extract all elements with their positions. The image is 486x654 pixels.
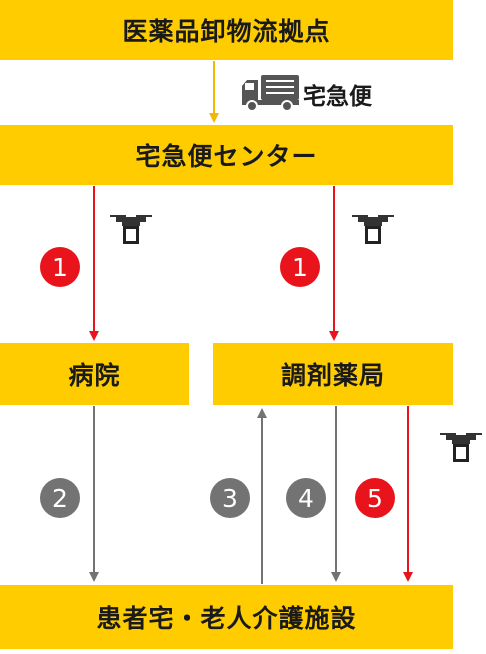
box-pharmacy: 調剤薬局 (213, 343, 453, 405)
box-delivery-center-label: 宅急便センター (135, 142, 318, 171)
step-1-pharmacy-badge: 1 (280, 247, 320, 287)
box-wholesaler-label: 医薬品卸物流拠点 (122, 17, 331, 46)
box-home-facility-label: 患者宅・老人介護施設 (96, 604, 357, 633)
box-home-facility: 患者宅・老人介護施設 (0, 585, 453, 649)
truck-label: 宅急便 (303, 84, 372, 110)
step-2-badge: 2 (40, 478, 80, 518)
box-hospital-label: 病院 (68, 361, 121, 390)
box-hospital: 病院 (0, 343, 189, 405)
step-1-hospital-badge: 1 (40, 247, 80, 287)
step-4-badge: 4 (286, 478, 326, 518)
drone-icon (110, 215, 152, 244)
box-delivery-center: 宅急便センター (0, 125, 453, 185)
drone-icon (440, 433, 482, 462)
step-5-badge: 5 (355, 478, 395, 518)
truck-icon (242, 75, 299, 112)
drone-icon (352, 215, 394, 244)
box-wholesaler: 医薬品卸物流拠点 (0, 0, 453, 60)
step-3-badge: 3 (210, 478, 250, 518)
box-pharmacy-label: 調剤薬局 (280, 361, 385, 390)
